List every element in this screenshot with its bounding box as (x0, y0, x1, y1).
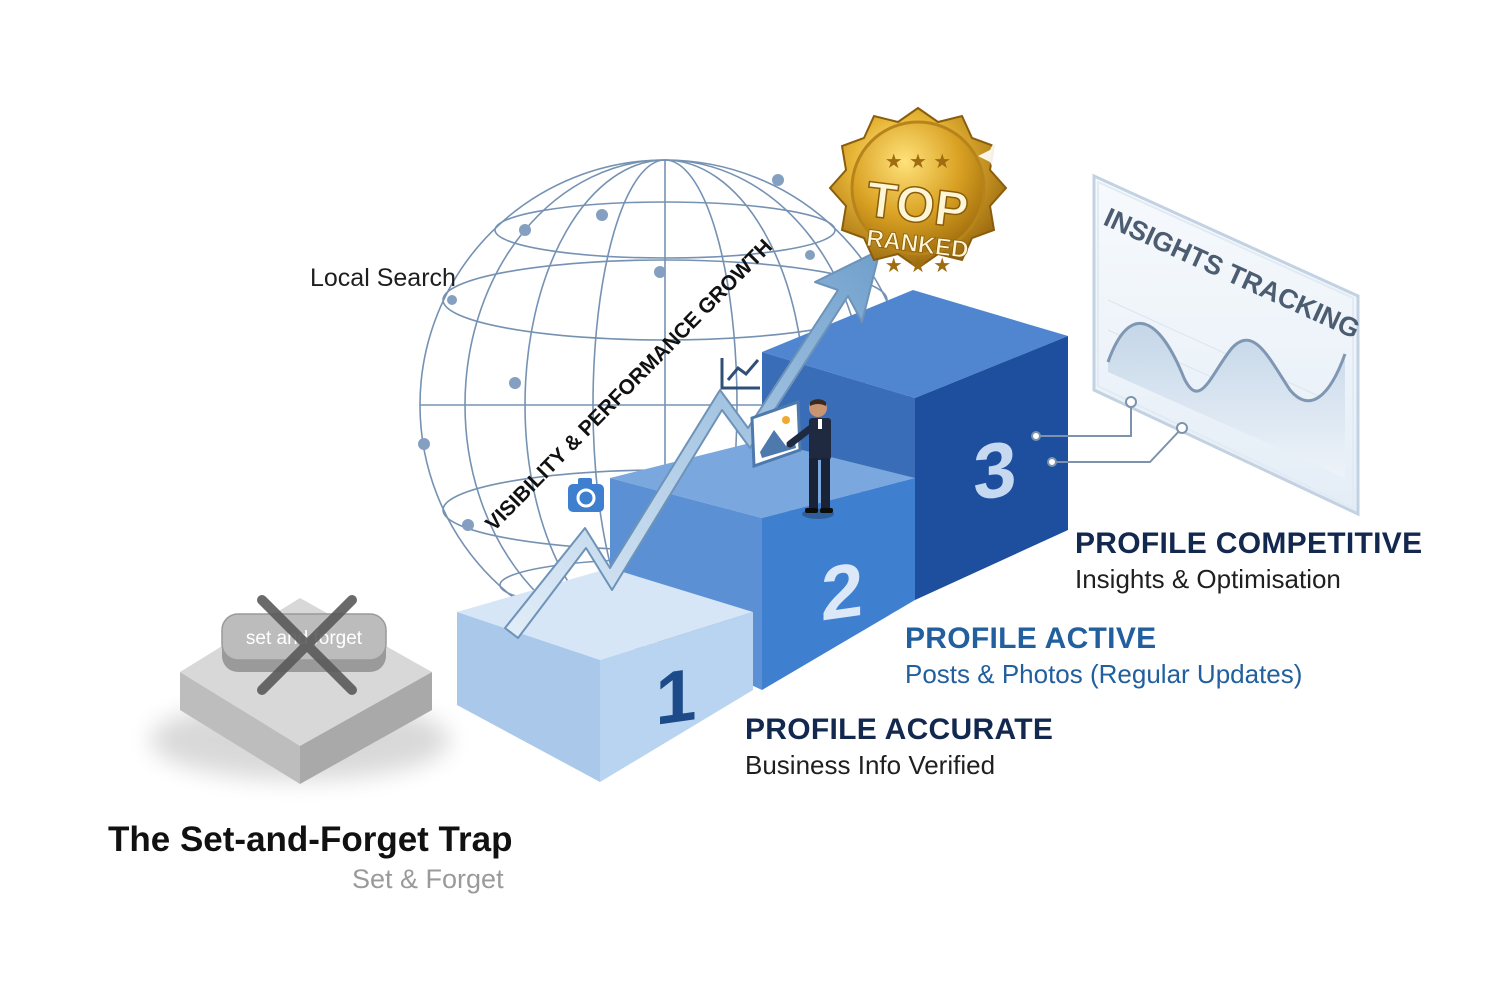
step-1-block: 1 (457, 568, 753, 782)
step-3-subtitle: Insights & Optimisation (1075, 564, 1341, 594)
insights-chart-icon (1108, 323, 1345, 478)
step-1-subtitle: Business Info Verified (745, 750, 996, 780)
camera-icon (568, 478, 604, 512)
badge-top-text: TOP (863, 171, 971, 239)
step-3-title: PROFILE COMPETITIVE (1075, 527, 1423, 560)
insights-tracking-panel: INSIGHTS TRACKING (1092, 173, 1364, 517)
step-3-number: 3 (973, 423, 1016, 517)
step-2-subtitle: Posts & Photos (Regular Updates) (905, 659, 1303, 689)
svg-text:★ ★ ★: ★ ★ ★ (885, 253, 952, 277)
step-2-number: 2 (821, 547, 863, 638)
step-2-title: PROFILE ACTIVE (905, 622, 1157, 655)
local-search-label: Local Search (310, 264, 456, 292)
growth-arrow-icon (504, 249, 881, 639)
line-chart-icon (720, 358, 760, 390)
svg-text:★ ★ ★: ★ ★ ★ (885, 149, 952, 173)
trap-subtitle: Set & Forget (352, 864, 504, 894)
step-3-block: 3 (762, 290, 1068, 600)
step-1-number: 1 (655, 652, 696, 740)
step-1-title: PROFILE ACCURATE (745, 713, 1054, 746)
cross-icon (257, 595, 357, 695)
photo-icon (750, 399, 802, 469)
businessman-figure (786, 399, 834, 519)
insights-connector-lines (1036, 402, 1183, 463)
top-ranked-badge-icon: ★ ★ ★ ★ ★ ★ TOP RANKED (828, 106, 1014, 277)
trap-title: The Set-and-Forget Trap (108, 820, 513, 859)
